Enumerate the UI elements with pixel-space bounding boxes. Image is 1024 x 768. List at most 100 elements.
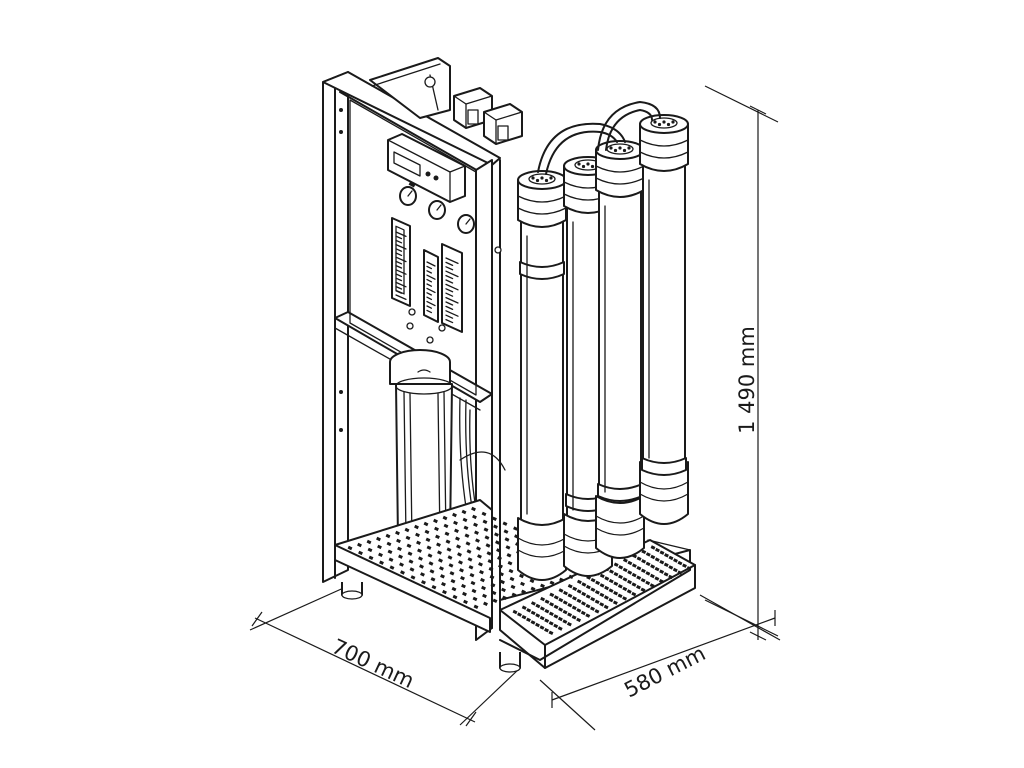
vessel-clamp [519,261,565,280]
tray-hole [663,562,669,568]
tray-hole [453,520,458,526]
tray-hole [463,525,469,531]
tray-hole [388,557,394,562]
tray-hole [357,542,362,548]
tray-hole [636,556,642,561]
tray-hole [468,565,474,570]
tray-hole [677,560,683,566]
tray-hole [553,614,559,619]
top-bracket [369,57,451,119]
gauge-icon [457,214,475,234]
cap-ring [595,165,645,173]
tray-hole [473,522,478,528]
tray-hole [599,602,605,607]
tray-hole [484,535,490,540]
tray-hole [567,612,573,617]
tray-hole [450,578,456,584]
cap-ring [595,527,645,536]
tray-hole [557,616,563,622]
flowmeter-tick [426,287,436,294]
tray-hole [585,603,591,609]
tray-hole [379,560,384,565]
tray-hole [567,583,573,589]
tray-hole [562,619,568,624]
tray-hole [452,512,457,518]
valve-knobs [406,246,502,344]
flowmeter-tick [445,270,459,278]
tray-hole [442,589,447,595]
tray-hole [446,547,452,552]
port-bolt [535,178,540,183]
tray-hole [645,580,651,586]
cap-ring [639,151,689,159]
tray-hole [608,597,614,603]
flowmeter-tick [445,301,454,306]
flowmeter-tick [445,279,454,284]
flowmeter-tick [445,283,459,291]
tray-hole [571,615,577,620]
tray-hole [622,586,628,592]
tray-hole [603,604,609,610]
tray-hole [604,585,610,591]
tray-hole [590,587,596,592]
tray-hole [520,581,525,587]
flowmeter-tick [395,260,403,265]
flowmeter-tick [445,266,454,271]
tray-hole [659,569,665,574]
tray-hole [521,605,527,610]
flowmeter-tick [445,292,454,297]
tray-hole [590,577,596,583]
tray-hole [608,588,614,593]
width-label: 700 mm [328,634,418,693]
tray-hole [512,609,518,615]
tray-hole [366,539,372,545]
tray-hole [425,537,431,543]
tray-hole [429,569,435,574]
tray-hole [539,625,545,630]
tray-hole [458,560,463,565]
port-bolt [544,178,549,183]
tray-hole [437,550,442,555]
tray-hole [451,586,457,592]
tray-hole [482,593,487,599]
tray-hole [457,552,462,557]
flowmeter-tick [445,288,454,293]
tray-hole [549,592,555,598]
flowmeter-tick [426,309,433,314]
tray-hole [481,585,486,591]
flowmeter-tick [426,261,436,267]
tray-hole [426,545,432,550]
tray-hole [594,609,600,614]
tray-hole [530,586,536,592]
tray-hole [617,593,623,599]
port-bolt [531,176,535,180]
tray-hole [404,527,410,533]
flowmeter-tick [395,243,407,250]
tray-hole [631,582,637,587]
port-bolt [540,176,544,180]
tray-hole [668,565,674,570]
depth-label: 580 mm [620,641,709,702]
tray-hole [530,610,536,616]
tray-hole [506,553,512,558]
port-bolt [627,146,631,150]
tray-hole [419,564,424,569]
tray-hole [414,524,419,530]
tray-hole [626,589,632,594]
tray-hole [479,569,484,575]
tray-hole [609,569,614,574]
tray-hole [580,610,586,616]
tray-hole [428,561,434,566]
flowmeter-tick [426,305,433,309]
tray-hole [431,584,437,590]
tray-hole [503,529,509,534]
flowmeter-tick [445,257,459,265]
gauge-icon [428,200,446,220]
tray-hole [513,526,518,531]
tray-hole [649,583,655,588]
tray-hole [421,580,426,585]
tray-hole [572,596,577,601]
tray-hole [548,630,554,636]
cap-ring [639,139,689,147]
